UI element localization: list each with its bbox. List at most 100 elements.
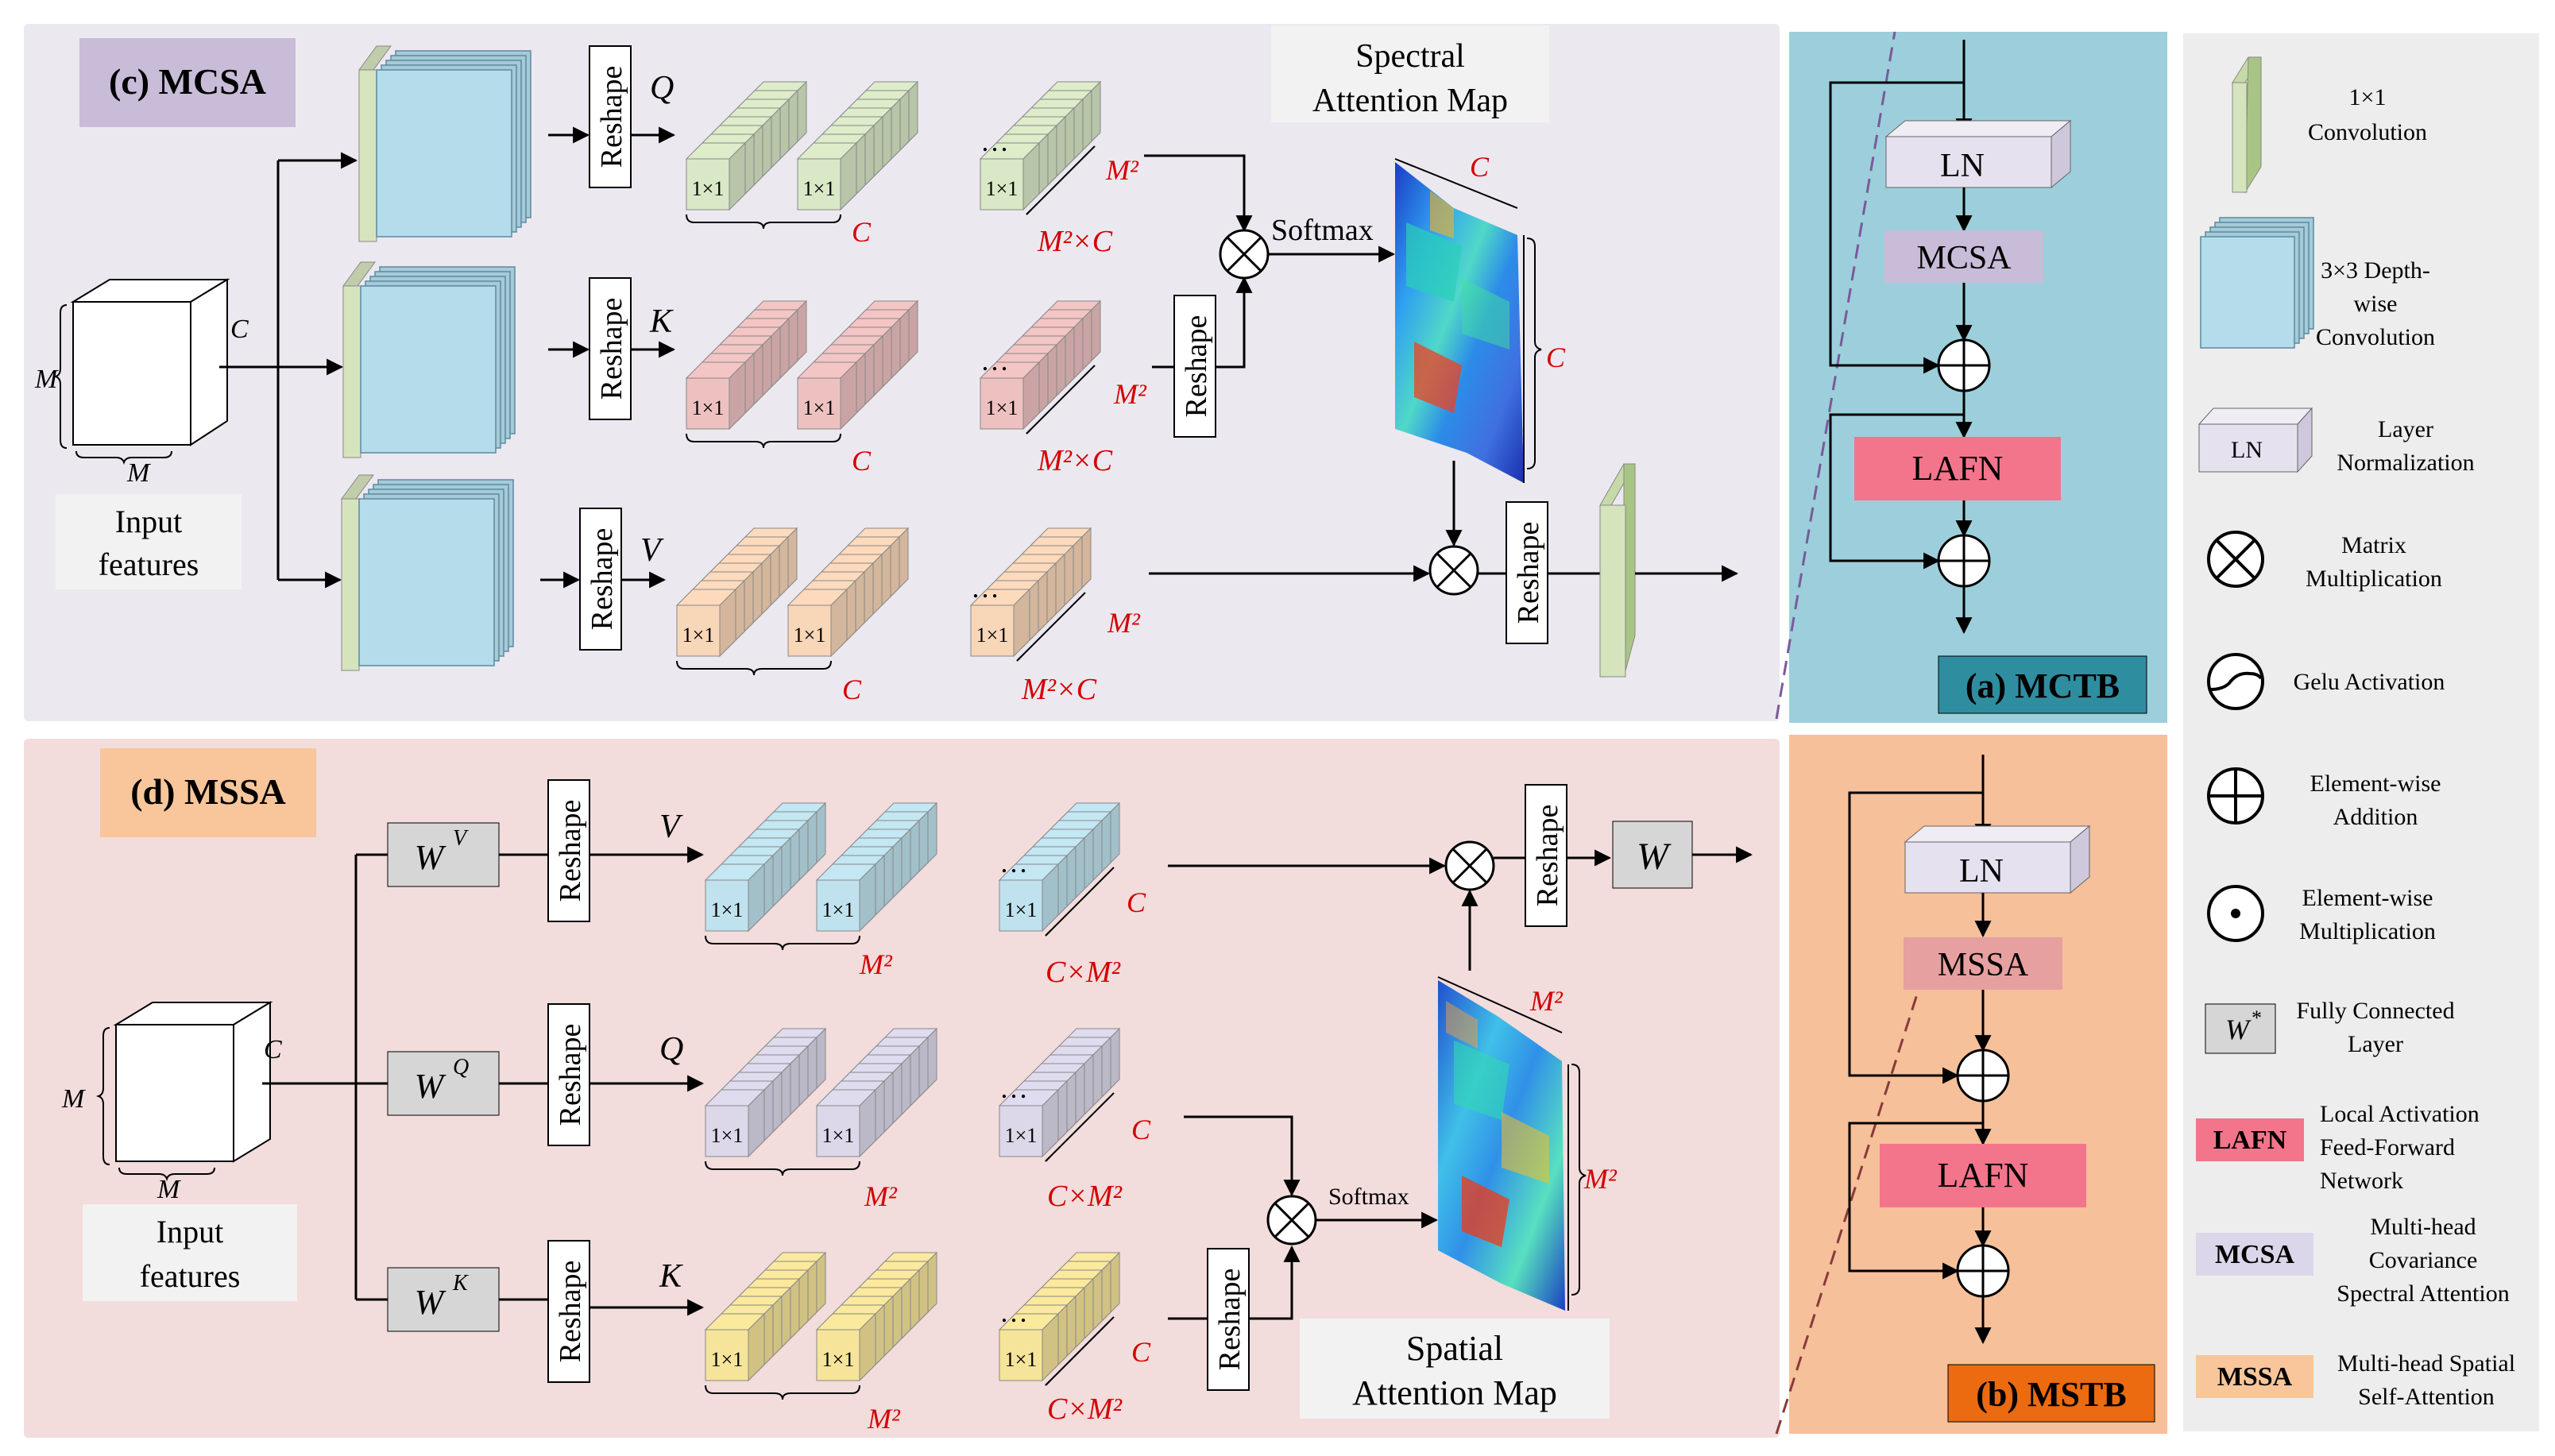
mssa-fc-wq-label: W [415, 1067, 446, 1106]
legend-ln-icon [2197, 407, 2313, 473]
mcsa-reshape-q-label: Reshape [595, 66, 628, 168]
mssa-fc-out [1612, 821, 1693, 889]
legend-mcsa-2: Covariance [2369, 1247, 2478, 1273]
legend-mcsa-tag-label: MCSA [2215, 1240, 2295, 1269]
mcsa-k-label: K [649, 303, 674, 340]
mssa-fc-out-label: W [1637, 836, 1672, 878]
mssa-reshape-v [547, 779, 590, 922]
token-cell-label: 1×1 [822, 1348, 855, 1371]
mcsa-map-title-box [1271, 25, 1549, 122]
token-cell-label: 1×1 [1005, 898, 1038, 921]
token-cell-label: 1×1 [682, 624, 715, 647]
mstb-lafn-label: LAFN [1938, 1156, 2029, 1195]
token-cell-label: 1×1 [803, 177, 836, 200]
stack-ellipsis: … [971, 572, 999, 604]
mstb-residual-2 [1848, 1122, 1983, 1280]
legend-add-icon [2207, 767, 2264, 825]
zoom-line-mssa [1775, 976, 1924, 1435]
mcsa-q-c: C [852, 216, 872, 248]
mcsa-q-label: Q [650, 70, 674, 106]
mssa-softmax: Softmax [1328, 1184, 1409, 1210]
legend-gelu-icon [2207, 653, 2264, 710]
spatial-attention-map [1437, 976, 1587, 1311]
legend-lafn-tag-label: LAFN [2213, 1126, 2287, 1155]
mcsa-reshape-kt [1173, 295, 1216, 438]
mcsa-input-m-bottom: M [126, 458, 151, 488]
mssa-v-c: C [1127, 886, 1146, 918]
mssa-k-c: C [1131, 1336, 1151, 1368]
mcsa-input-label-1: Input [115, 504, 182, 539]
mssa-map-m2-side: M² [1583, 1163, 1618, 1195]
token-cell-label: 1×1 [711, 1124, 744, 1147]
stack-ellipsis: … [999, 1072, 1028, 1104]
mssa-matmul-1 [1266, 1195, 1317, 1246]
legend-lafn-3: Network [2320, 1168, 2403, 1194]
mssa-diagram: (d) MSSA M C M Input features W V W Q W … [61, 748, 1753, 1435]
mctb-add-1 [1937, 338, 1991, 392]
legend-mul-icon [2207, 885, 2264, 942]
mssa-v-label: V [659, 809, 683, 845]
mssa-k-label: K [659, 1258, 683, 1295]
mssa-kt-to-mult [1249, 1245, 1301, 1320]
legend-mssa-tag-label: MSSA [2217, 1362, 2293, 1392]
mssa-fc-wk-sup: K [452, 1271, 469, 1296]
mssa-q-m2: M² [864, 1180, 898, 1212]
mcsa-v-m2c: M²×C [1021, 673, 1097, 706]
mssa-title: (d) MSSA [130, 771, 286, 812]
mstb-add-1 [1956, 1049, 2010, 1103]
mctb-add-2 [1937, 534, 1991, 588]
token-cell-label: 1×1 [692, 177, 725, 200]
mcsa-map-c-top: C [1470, 151, 1490, 183]
mssa-reshape-k [547, 1240, 590, 1383]
mssa-reshape-kt-label: Reshape [1213, 1269, 1247, 1371]
mstb-attn-label: MSSA [1938, 947, 2029, 983]
mssa-reshape-q-label: Reshape [554, 1024, 587, 1126]
stack-ellipsis: … [999, 847, 1028, 879]
mctb-ln-box [1884, 119, 2072, 189]
mcsa-title: (c) MCSA [109, 61, 266, 102]
mcsa-input-c: C [230, 315, 249, 344]
mcsa-matmul-1 [1219, 229, 1270, 280]
stack-ellipsis: … [980, 345, 1009, 377]
spectral-attention-map [1394, 158, 1542, 483]
mstb-title: (b) MSTB [1976, 1375, 2126, 1414]
mcsa-v-conv-block [341, 474, 514, 671]
legend-fc-1: Fully Connected [2296, 998, 2454, 1024]
mssa-input-cube [95, 1001, 273, 1182]
mctb-title: (a) MCTB [1966, 666, 2120, 705]
legend-mcsa-3: Spectral Attention [2337, 1280, 2509, 1307]
mssa-input-m-side: M [61, 1084, 86, 1114]
legend-mul-1: Element-wise [2302, 885, 2433, 911]
legend-fc-2: Layer [2348, 1031, 2403, 1057]
mcsa-reshape-v-label: Reshape [586, 528, 619, 631]
mssa-reshape-out [1525, 784, 1567, 927]
mssa-q-c: C [1131, 1114, 1151, 1145]
mstb-attn-box [1904, 937, 2062, 990]
token-cell-label: 1×1 [976, 624, 1009, 647]
mcsa-input-label-box [56, 494, 242, 589]
legend-mul-2: Multiplication [2299, 918, 2436, 944]
mctb-residual-2 [1829, 413, 1964, 570]
mssa-reshape-v-label: Reshape [554, 800, 587, 902]
mcsa-v-m2: M² [1107, 607, 1141, 639]
mssa-fc-wk [387, 1267, 500, 1332]
legend-add-2: Addition [2333, 804, 2418, 830]
legend-dw-1: 3×3 Depth- [2321, 257, 2430, 284]
legend: 1×1 Convolution 3×3 Depth- wise Convolut… [2196, 56, 2515, 1410]
mcsa-map-title-2: Attention Map [1312, 83, 1508, 119]
mstb-block: LN MSSA LAFN (b) MSTB [1848, 755, 2155, 1423]
mcsa-k-m2c: M²×C [1037, 444, 1113, 477]
mssa-fc-wk-label: W [415, 1283, 446, 1322]
mstb-residual-1 [1848, 791, 1983, 1084]
mssa-fc-wq-sup: Q [453, 1055, 469, 1079]
legend-fc-icon-label: W [2225, 1014, 2252, 1045]
mssa-fc-wv-label: W [415, 838, 446, 877]
token-cell-label: 1×1 [1005, 1348, 1038, 1371]
mcsa-reshape-out-label: Reshape [1512, 522, 1545, 624]
mcsa-map-title-1: Spectral [1355, 38, 1465, 75]
mctb-block: LN MCSA LAFN (a) MCTB [1829, 40, 2147, 714]
